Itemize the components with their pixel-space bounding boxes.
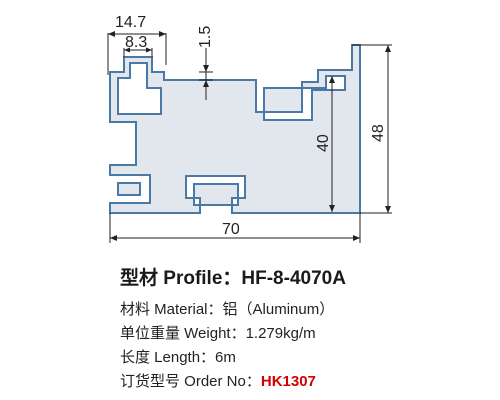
spec-length: 长度 Length：6m bbox=[120, 349, 236, 366]
profile-drawing: 14.7 8.3 1.5 40 48 bbox=[107, 14, 392, 243]
dimension-slot-width: 8.3 bbox=[123, 34, 153, 57]
spec-material: 材料 Material：铝（Aluminum） bbox=[120, 301, 335, 318]
spec-order-code: HK1307 bbox=[260, 373, 316, 390]
dim-total-height-label: 48 bbox=[370, 124, 387, 142]
dimension-wall-thickness: 1.5 bbox=[197, 26, 214, 100]
dim-total-width-label: 70 bbox=[222, 221, 240, 238]
spec-weight: 单位重量 Weight：1.279kg/m bbox=[120, 325, 316, 342]
dimension-inner-height: 40 bbox=[315, 76, 335, 212]
dim-wall-thickness-label: 1.5 bbox=[197, 26, 214, 48]
spec-order: 订货型号 Order No：HK1307 bbox=[120, 370, 334, 394]
profile-title: 型材 Profile：HF-8-4070A bbox=[120, 268, 346, 289]
spec-order-label: 订货型号 Order No： bbox=[120, 373, 261, 390]
profile-shape bbox=[109, 44, 361, 214]
spec-list: 材料 Material：铝（Aluminum） 单位重量 Weight：1.27… bbox=[120, 298, 334, 394]
dim-slot-width-label: 8.3 bbox=[125, 34, 147, 51]
dim-top-width-label: 14.7 bbox=[115, 14, 146, 31]
dimension-total-height: 48 bbox=[352, 44, 392, 214]
dim-inner-height-label: 40 bbox=[315, 134, 332, 152]
dimension-total-width: 70 bbox=[109, 213, 361, 243]
dimension-top-width: 14.7 bbox=[107, 14, 167, 75]
